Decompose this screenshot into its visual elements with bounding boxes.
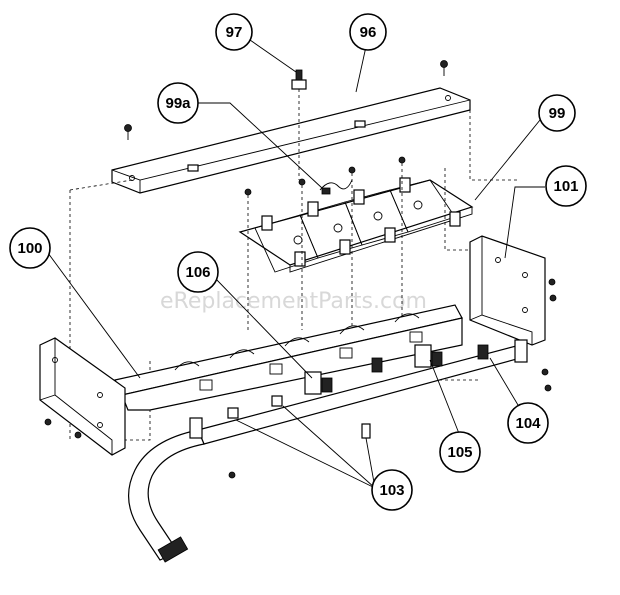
valve-icon xyxy=(414,344,443,368)
fitting-97-icon xyxy=(291,69,307,180)
screw-icon xyxy=(348,166,356,330)
screw-icon xyxy=(541,368,549,376)
screw-icon xyxy=(44,418,52,426)
spud-icon xyxy=(227,395,371,439)
svg-text:105: 105 xyxy=(447,444,472,461)
svg-text:101: 101 xyxy=(553,178,578,195)
burner-cover xyxy=(111,87,471,194)
screw-icon xyxy=(549,294,557,302)
orifice-icon xyxy=(477,344,489,360)
callout-101[interactable]: 101 xyxy=(545,165,587,207)
callout-105[interactable]: 105 xyxy=(439,431,481,473)
screw-icon xyxy=(244,188,252,330)
screw-icon xyxy=(228,471,236,479)
callout-97[interactable]: 97 xyxy=(215,13,253,51)
svg-text:103: 103 xyxy=(379,482,404,499)
screw-icon xyxy=(440,60,448,76)
callout-100[interactable]: 100 xyxy=(9,227,51,269)
burner-tray xyxy=(238,177,474,273)
svg-text:104: 104 xyxy=(515,415,541,432)
svg-text:97: 97 xyxy=(226,24,243,41)
screw-icon xyxy=(544,384,552,392)
left-side-plate xyxy=(39,337,126,456)
callout-103[interactable]: 103 xyxy=(371,469,413,511)
screw-icon xyxy=(74,431,82,439)
svg-text:99a: 99a xyxy=(165,95,191,112)
manifold-bracket xyxy=(114,304,463,411)
svg-text:106: 106 xyxy=(185,264,210,281)
watermark: eReplacementParts.com xyxy=(160,289,427,314)
callout-99a[interactable]: 99a xyxy=(157,82,199,124)
gas-manifold-pipe xyxy=(127,339,528,563)
callout-104[interactable]: 104 xyxy=(507,402,549,444)
ignitor-wire-99a-icon xyxy=(319,179,353,195)
right-side-plate xyxy=(469,235,546,346)
screw-icon xyxy=(298,178,306,330)
callout-106[interactable]: 106 xyxy=(177,251,219,293)
callout-99[interactable]: 99 xyxy=(538,94,576,132)
svg-text:96: 96 xyxy=(360,24,377,41)
valve-icon xyxy=(371,357,383,373)
callout-96[interactable]: 96 xyxy=(349,13,387,51)
screw-icon xyxy=(548,278,556,286)
svg-text:100: 100 xyxy=(17,240,42,257)
svg-text:99: 99 xyxy=(549,105,566,122)
valve-icon xyxy=(304,371,333,395)
screw-icon xyxy=(124,124,132,140)
screw-icon xyxy=(398,156,406,330)
